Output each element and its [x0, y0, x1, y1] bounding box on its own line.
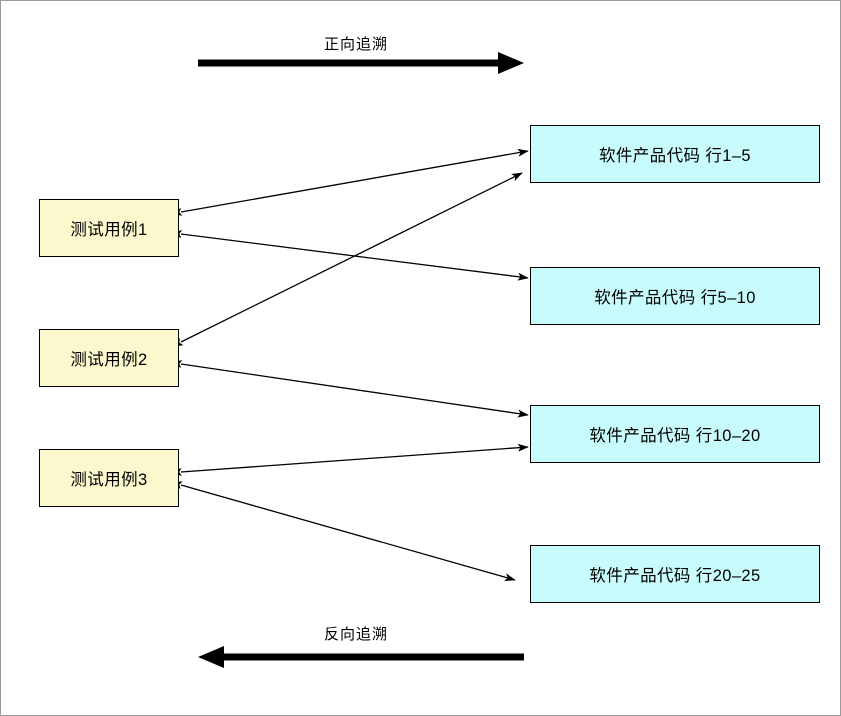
trace-link-tc3-code3[interactable] — [170, 443, 529, 476]
test-case-node-3[interactable]: 测试用例3 — [39, 449, 179, 507]
trace-link-tc3-code4[interactable] — [171, 481, 516, 582]
backward-trace-arrow — [198, 646, 524, 668]
flow-arrows — [198, 52, 524, 668]
backward-trace-label: 反向追溯 — [323, 626, 388, 643]
forward-trace-label: 正向追溯 — [323, 36, 388, 53]
trace-links — [170, 148, 529, 582]
trace-link-tc2-code1[interactable] — [171, 172, 523, 347]
code-block-node-4[interactable]: 软件产品代码 行20–25 — [530, 545, 820, 603]
forward-arrow-icon — [198, 52, 524, 74]
forward-trace-arrow — [198, 52, 524, 74]
trace-link-tc2-code3[interactable] — [170, 360, 529, 418]
trace-link-tc1-code2[interactable] — [170, 230, 529, 281]
code-block-node-3[interactable]: 软件产品代码 行10–20 — [530, 405, 820, 463]
code-block-node-2[interactable]: 软件产品代码 行5–10 — [530, 267, 820, 325]
test-case-node-1[interactable]: 测试用例1 — [39, 199, 179, 257]
code-block-node-1[interactable]: 软件产品代码 行1–5 — [530, 125, 820, 183]
test-case-node-2[interactable]: 测试用例2 — [39, 329, 179, 387]
trace-link-tc1-code1[interactable] — [170, 148, 529, 216]
backward-arrow-icon — [198, 646, 524, 668]
